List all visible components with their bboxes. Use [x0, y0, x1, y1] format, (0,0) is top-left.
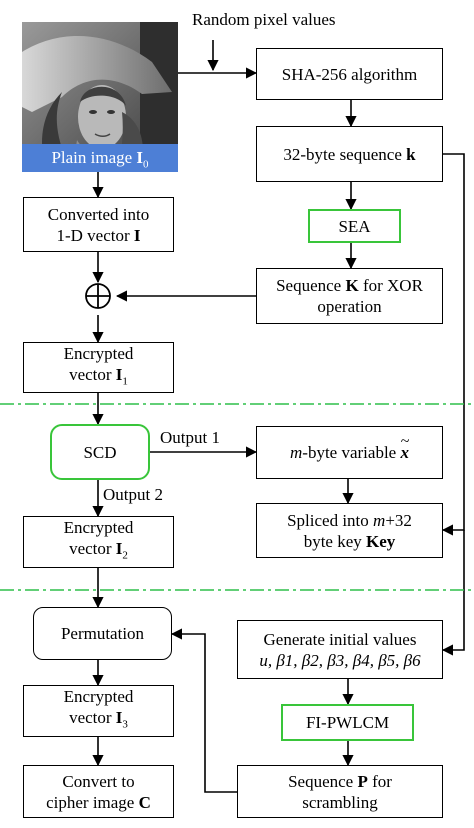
arrow-seq32-spliced: [441, 153, 465, 536]
sequence-p-box: Sequence P for scrambling: [237, 765, 443, 818]
spliced-key-box: Spliced into m+32 byte key Key: [256, 503, 443, 558]
output-1-label: Output 1: [160, 428, 220, 447]
random-pixel-values-label: Random pixel values: [192, 10, 336, 29]
scd-box: SCD: [50, 424, 150, 480]
encrypted-vector-2-box: Encrypted vector I2: [23, 516, 174, 568]
encrypted-vector-3-box: Encrypted vector I3: [23, 685, 174, 737]
sequence-32byte-box: 32-byte sequence k: [256, 126, 443, 182]
m-byte-variable-box: m-byte variable x~: [256, 426, 443, 479]
tilde-mark: ~: [400, 433, 410, 450]
permutation-box: Permutation: [33, 607, 172, 660]
sequence-k-box: Sequence K for XOR operation: [256, 268, 443, 324]
output-2-label: Output 2: [103, 485, 163, 504]
converted-vector-box: Converted into 1-D vector I: [23, 197, 174, 252]
cipher-image-box: Convert to cipher image C: [23, 765, 174, 818]
fi-pwlcm-box: FI-PWLCM: [281, 704, 414, 741]
generate-initial-values-box: Generate initial values u, β1, β2, β3, β…: [237, 620, 443, 679]
sha256-box: SHA-256 algorithm: [256, 48, 443, 100]
sea-box: SEA: [308, 209, 401, 243]
encrypted-vector-1-box: Encrypted vector I1: [23, 342, 174, 393]
arrow-seq32-geninit: [441, 530, 465, 656]
arrow-seqp-perm: [170, 628, 237, 793]
plain-image-caption: Plain image I0: [22, 144, 178, 172]
